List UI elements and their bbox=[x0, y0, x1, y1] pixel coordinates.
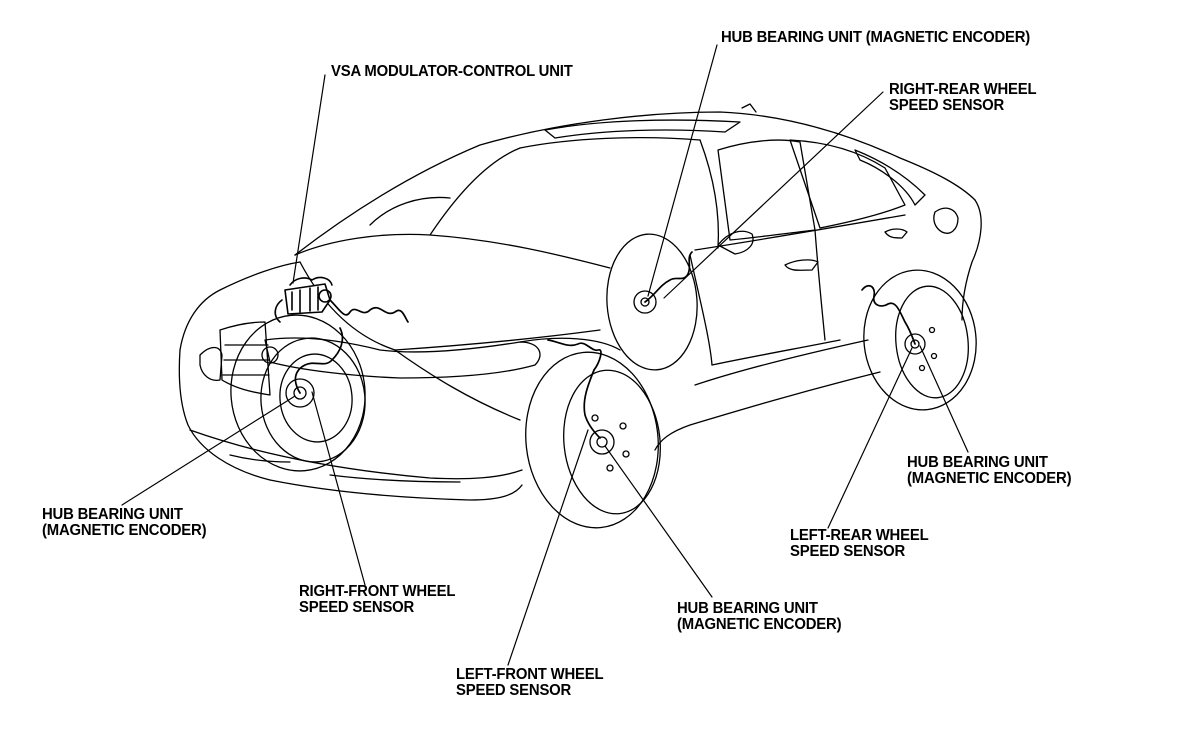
label-rf-sensor-line1: RIGHT-FRONT WHEEL bbox=[299, 583, 456, 600]
leader-lines bbox=[122, 45, 968, 665]
leader-lf-sensor bbox=[508, 430, 588, 665]
leader-hub-rear-right bbox=[648, 45, 717, 296]
label-hub-bearing-front-left: HUB BEARING UNIT (MAGNETIC ENCODER) bbox=[677, 600, 842, 633]
label-right-front-wheel-speed-sensor: RIGHT-FRONT WHEEL SPEED SENSOR bbox=[299, 584, 455, 616]
label-right-rear-wheel-speed-sensor: RIGHT-REAR WHEEL SPEED SENSOR bbox=[889, 81, 1037, 114]
label-hub-bearing-rear-left: HUB BEARING UNIT (MAGNETIC ENCODER) bbox=[907, 454, 1072, 487]
label-hub-rear-left-line1: HUB BEARING UNIT bbox=[907, 454, 1048, 471]
label-rr-sensor-line2: SPEED SENSOR bbox=[889, 97, 1005, 114]
leader-hub-front-right bbox=[122, 396, 295, 505]
leader-hub-front-left bbox=[605, 446, 712, 597]
label-hub-rear-left-line2: (MAGNETIC ENCODER) bbox=[907, 470, 1072, 487]
label-lf-sensor-line2: SPEED SENSOR bbox=[456, 682, 572, 699]
rear-right-wheel bbox=[602, 231, 701, 373]
label-hub-front-left-line1: HUB BEARING UNIT bbox=[677, 600, 818, 617]
vsa-modulator-unit bbox=[275, 278, 332, 322]
label-rr-sensor-line1: RIGHT-REAR WHEEL bbox=[889, 81, 1037, 98]
sensor-harness bbox=[295, 252, 915, 438]
car-body bbox=[179, 104, 981, 500]
label-left-front-wheel-speed-sensor: LEFT-FRONT WHEEL SPEED SENSOR bbox=[456, 666, 604, 699]
label-rf-sensor-line2: SPEED SENSOR bbox=[299, 599, 415, 616]
label-hub-bearing-rear-right-line1: HUB BEARING UNIT (MAGNETIC ENCODER) bbox=[721, 29, 1031, 46]
label-vsa-modulator: VSA MODULATOR-CONTROL UNIT bbox=[331, 64, 573, 80]
leader-lr-sensor bbox=[828, 348, 912, 528]
leader-hub-rear-left bbox=[920, 346, 968, 452]
label-vsa-modulator-line1: VSA MODULATOR-CONTROL UNIT bbox=[331, 63, 573, 80]
label-hub-front-left-line2: (MAGNETIC ENCODER) bbox=[677, 616, 842, 633]
front-right-wheel bbox=[224, 309, 371, 476]
label-lf-sensor-line1: LEFT-FRONT WHEEL bbox=[456, 666, 604, 683]
label-hub-bearing-rear-right: HUB BEARING UNIT (MAGNETIC ENCODER) bbox=[721, 30, 1030, 46]
leader-vsa bbox=[293, 75, 325, 283]
front-left-wheel bbox=[517, 346, 667, 535]
label-hub-bearing-front-right: HUB BEARING UNIT (MAGNETIC ENCODER) bbox=[42, 506, 207, 539]
label-lr-sensor-line2: SPEED SENSOR bbox=[790, 543, 906, 560]
rear-left-wheel bbox=[857, 265, 983, 416]
label-lr-sensor-line1: LEFT-REAR WHEEL bbox=[790, 527, 929, 544]
leader-rf-sensor bbox=[312, 392, 365, 585]
label-left-rear-wheel-speed-sensor: LEFT-REAR WHEEL SPEED SENSOR bbox=[790, 527, 929, 560]
label-hub-front-right-line2: (MAGNETIC ENCODER) bbox=[42, 522, 207, 539]
label-hub-front-right-line1: HUB BEARING UNIT bbox=[42, 506, 183, 523]
leader-rr-sensor bbox=[664, 92, 883, 298]
